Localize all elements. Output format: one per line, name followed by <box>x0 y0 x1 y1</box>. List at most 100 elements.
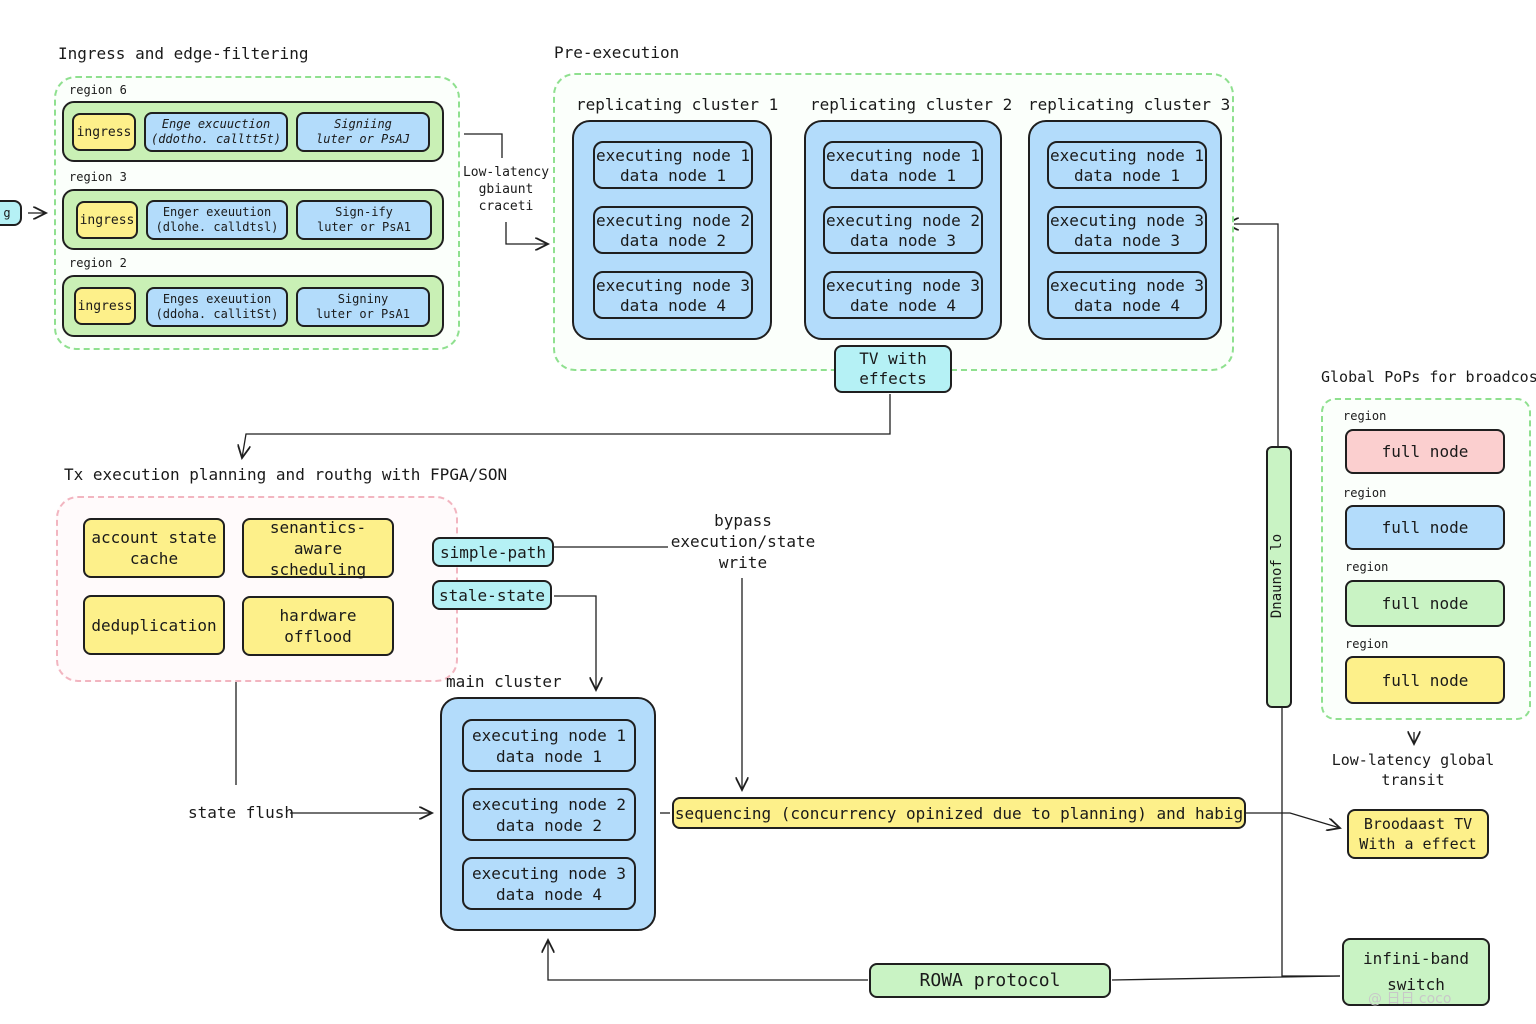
data-node: data node 3 <box>850 231 956 250</box>
cluster-title: replicating cluster 2 <box>810 95 1013 114</box>
ingress-chip: ingress <box>74 287 136 325</box>
account-state-cache: account state cache <box>83 518 225 578</box>
tv-effects-line: TV with <box>859 349 927 368</box>
tv-to-planning-arrow <box>242 394 891 458</box>
broadcast-line: Broodaast TV <box>1363 815 1473 833</box>
sign-line: Sign-ify <box>335 205 393 219</box>
transit-line: transit <box>1381 771 1445 789</box>
data-node: data node 4 <box>496 885 602 904</box>
full-node: full node <box>1345 505 1505 550</box>
broadcast-node: Broodaast TV With a effect <box>1347 809 1489 859</box>
simple-path-node: simple-path <box>432 537 554 567</box>
planning-item-label: senantics-aware scheduling <box>269 517 367 579</box>
data-node: data node 1 <box>496 747 602 766</box>
bypass-line: execution/state <box>670 532 816 551</box>
bypass-label: bypass execution/state write <box>668 510 818 573</box>
region-label: region 6 <box>69 83 127 97</box>
full-node-label: full node <box>1381 518 1469 537</box>
stale-state-label: stale-state <box>439 585 545 605</box>
executing-node: executing node 1 <box>471 726 627 745</box>
low-latency-arrow <box>505 222 548 244</box>
global-pops-title: Global PoPs for broadcos <box>1321 368 1536 386</box>
simple-path-label: simple-path <box>440 542 546 562</box>
sign-line: luter or PsAJ <box>316 132 410 146</box>
exec-chip: Enger exeuution(dlohe. calldtsl) <box>146 200 288 240</box>
sequencing-label: sequencing (concurrency opinized due to … <box>674 803 1244 823</box>
seq-to-broadcast-arrow <box>1246 812 1340 828</box>
full-node: full node <box>1345 429 1505 474</box>
sign-line: luter or PsA1 <box>316 307 410 321</box>
left-stub-label: g <box>3 205 11 220</box>
rowa-label: ROWA protocol <box>919 970 1061 991</box>
data-node: data node 1 <box>620 166 726 185</box>
exec-line: Enge excuuction <box>161 117 271 131</box>
data-node: data node 1 <box>1074 166 1180 185</box>
region-label: region 3 <box>69 170 127 184</box>
exec-chip: Enges exeuution(ddoha. callitSt) <box>146 287 288 327</box>
planning-item-label: account state cache <box>91 528 217 568</box>
data-node: data node 2 <box>496 816 602 835</box>
ingress-chip: ingress <box>72 113 136 151</box>
sequencing-node: sequencing (concurrency opinized due to … <box>672 797 1246 829</box>
deduplication: deduplication <box>83 595 225 655</box>
stale-state-arrow <box>554 595 596 690</box>
exec-line: Enges exeuution <box>162 292 272 306</box>
cluster-title: replicating cluster 3 <box>1028 95 1231 114</box>
planning-title: Tx execution planning and routhg with FP… <box>64 465 508 484</box>
pop-region-label: region <box>1345 560 1389 574</box>
data-node: data node 4 <box>1074 296 1180 315</box>
bar-to-cluster3-arrow <box>1226 224 1279 446</box>
full-node-label: full node <box>1381 594 1469 613</box>
executing-node: executing node 3 <box>825 276 981 295</box>
sign-line: Signiing <box>334 117 392 131</box>
exec-line: Enger exeuution <box>162 205 272 219</box>
full-node: full node <box>1345 580 1505 627</box>
region-label: region 2 <box>69 256 127 270</box>
watermark: @ 日日 coco <box>1368 991 1452 1007</box>
hardware-offload: hardware offlood <box>242 596 394 656</box>
global-transit-label: Low-latency global transit <box>1318 750 1508 790</box>
main-cluster-title: main cluster <box>446 672 562 691</box>
ingress-label: ingress <box>79 212 135 228</box>
semantics-aware-scheduling: senantics-aware scheduling <box>242 517 394 579</box>
low-latency-line: gbiaunt <box>478 182 534 197</box>
low-latency-line: Low-latency <box>462 165 550 180</box>
infiniband-line: infini-band <box>1363 949 1469 968</box>
low-latency-line: craceti <box>478 199 534 214</box>
ingress-out-line <box>464 133 503 158</box>
state-flush-label: state flush <box>188 803 294 822</box>
exec-chip: Enge excuuction(ddotho. calltt5t) <box>144 112 288 152</box>
rowa-protocol-node: ROWA protocol <box>869 963 1111 998</box>
ingress-title: Ingress and edge-filtering <box>58 44 309 63</box>
data-node: data node 3 <box>1074 231 1180 250</box>
full-node: full node <box>1345 656 1505 704</box>
pop-region-label: region <box>1345 637 1389 651</box>
exec-line: (dlohe. calldtsl) <box>155 220 279 234</box>
executing-node: executing node 1 <box>825 146 981 165</box>
transit-line: Low-latency global <box>1331 751 1495 769</box>
pre-execution-title: Pre-execution <box>554 43 680 62</box>
full-node-label: full node <box>1381 670 1469 690</box>
executing-node: executing node 1 <box>595 146 751 165</box>
tv-effects-line: effects <box>859 369 927 388</box>
data-node: data node 1 <box>850 166 956 185</box>
data-node: data node 2 <box>620 231 726 250</box>
ingress-chip: ingress <box>76 201 138 239</box>
sign-line: Signiny <box>337 292 389 306</box>
executing-node: executing node 2 <box>471 795 627 814</box>
executing-node: executing node 3 <box>595 276 751 295</box>
bypass-line: write <box>718 553 768 572</box>
node-pair: executing node 1 data node 1 <box>462 719 636 772</box>
data-node: data node 4 <box>620 296 726 315</box>
executing-node: executing node 2 <box>595 211 751 230</box>
broadcast-line: With a effect <box>1359 835 1477 853</box>
rowa-to-main-arrow <box>548 940 868 981</box>
